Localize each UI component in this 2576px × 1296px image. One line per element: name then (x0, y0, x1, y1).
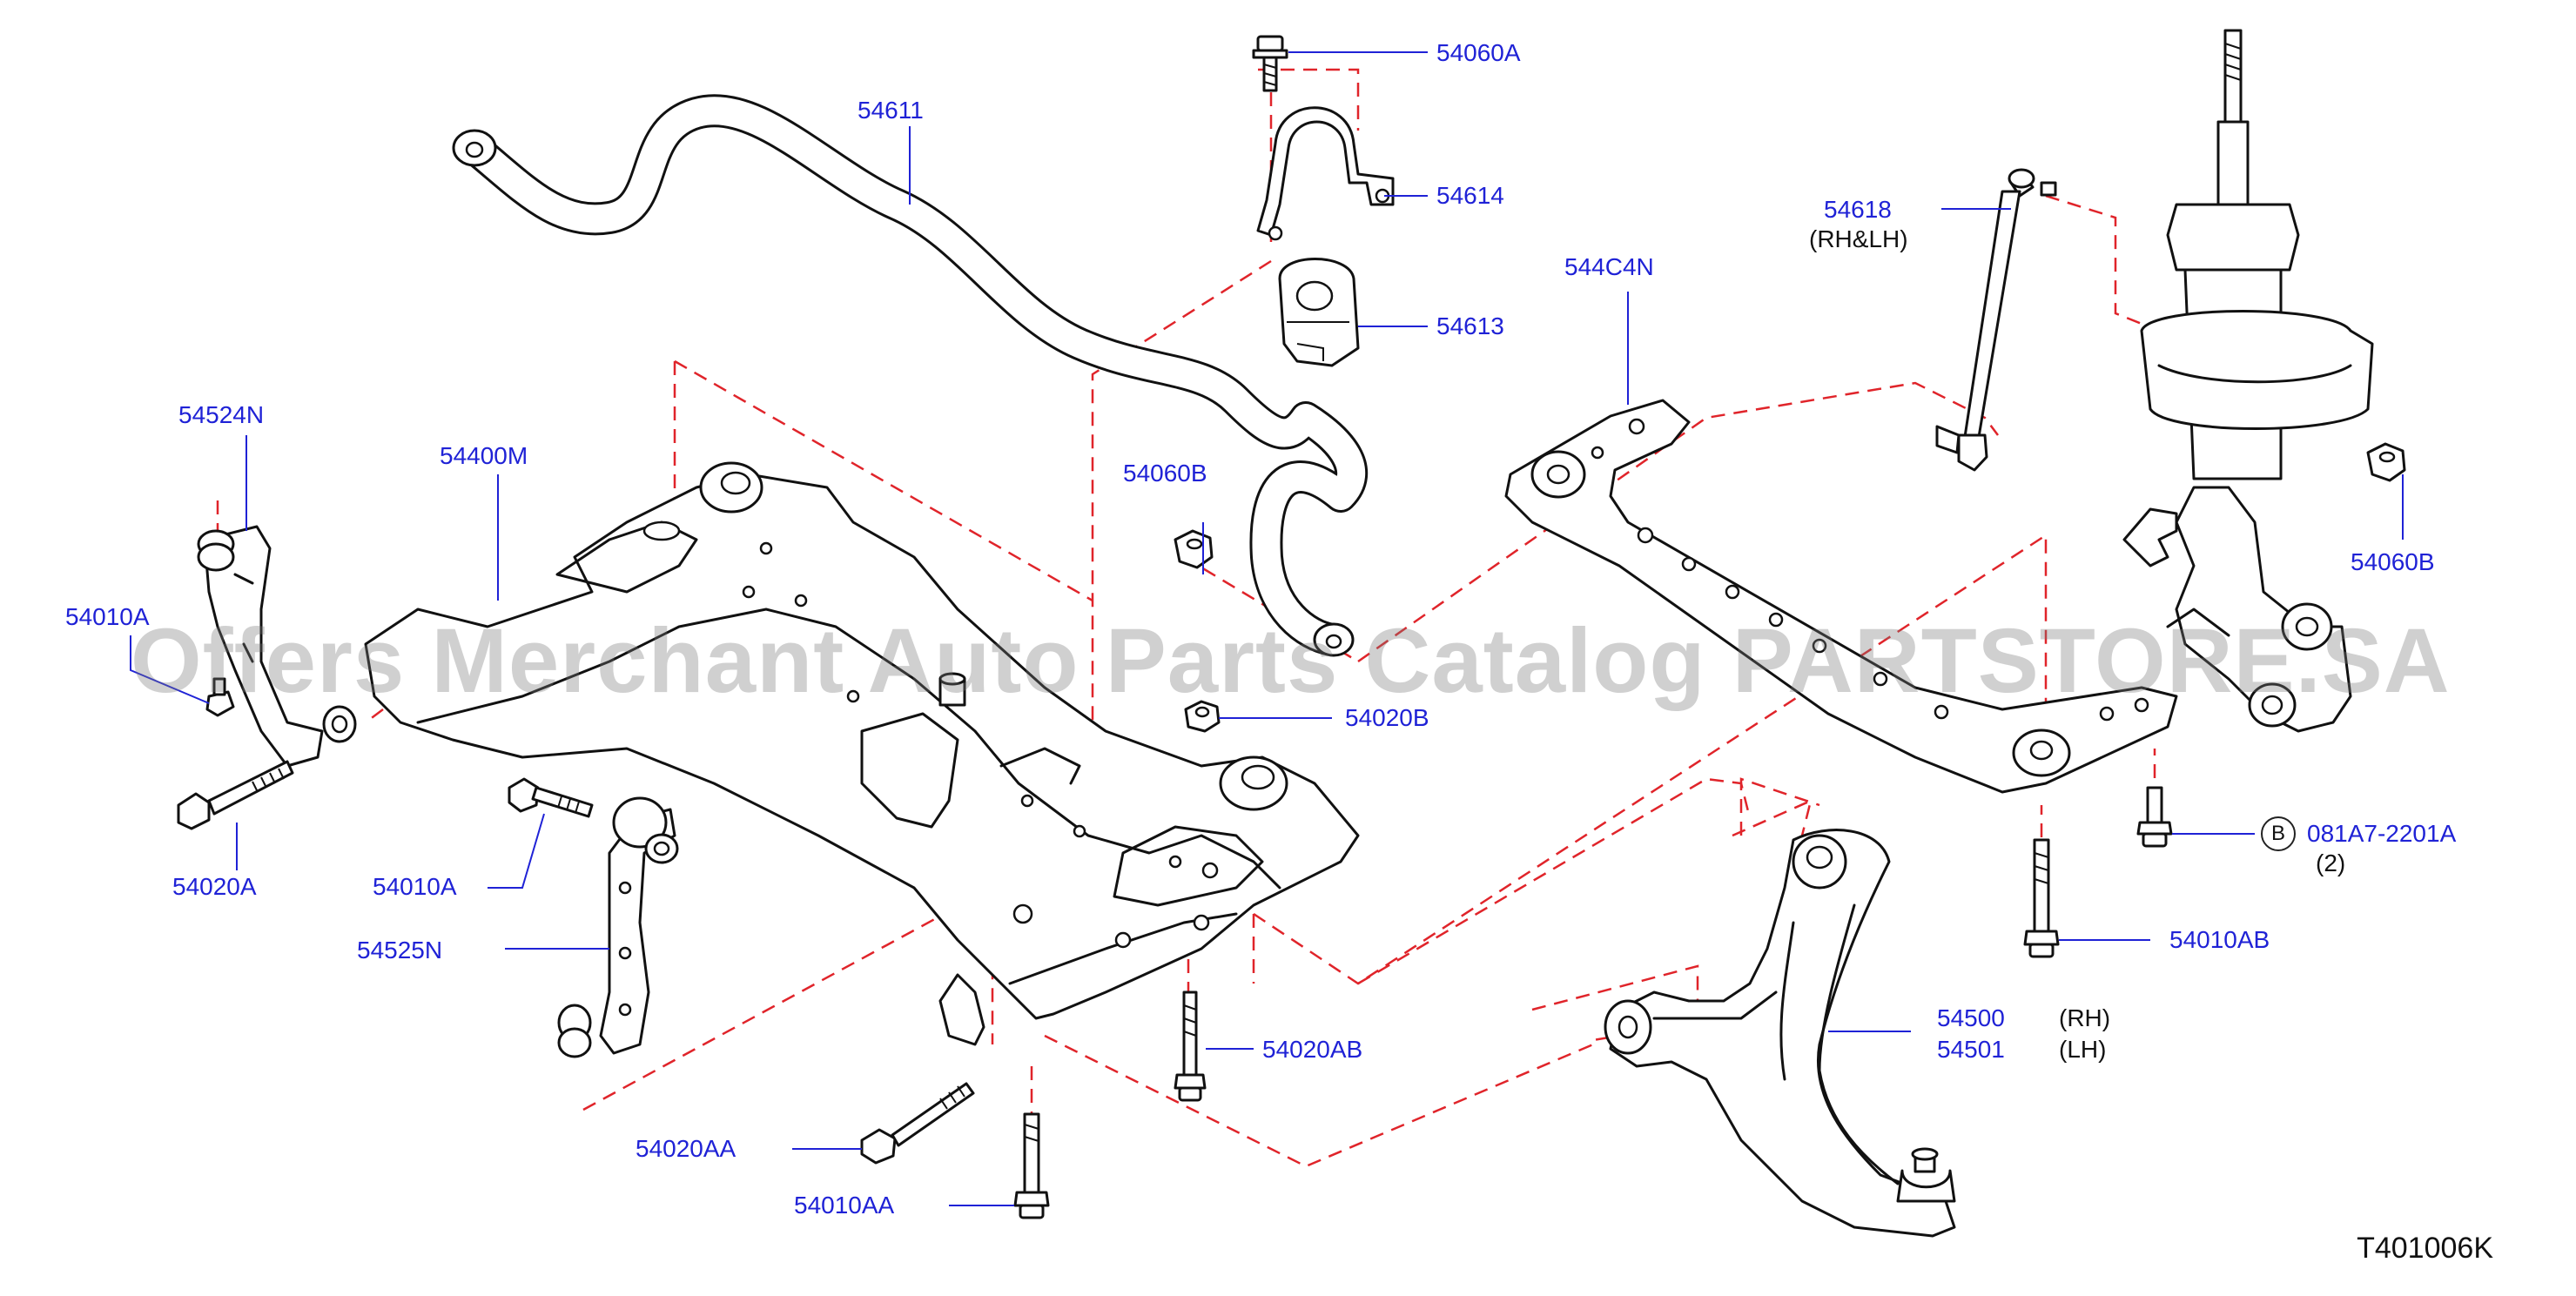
label-54010AB[interactable]: 54010AB (2169, 926, 2270, 953)
label-54010A-center[interactable]: 54010A (373, 873, 457, 900)
label-54010AA[interactable]: 54010AA (794, 1192, 895, 1219)
bolt-54010AA (1013, 1112, 1050, 1219)
bolt-54020AB (1174, 990, 1207, 1102)
label-54613[interactable]: 54613 (1436, 312, 1504, 339)
bolt-081A7-2201A (2136, 786, 2173, 848)
bracket-54524N (197, 525, 357, 768)
bolt-54060A (1252, 35, 1288, 92)
label-54500[interactable]: 54500 (1937, 1004, 2005, 1031)
member-544C4N (1504, 399, 2178, 794)
bolt-54010A-center (508, 777, 594, 818)
link-54618 (1935, 168, 2057, 472)
label-54020A[interactable]: 54020A (172, 873, 257, 900)
bushing-54613 (1278, 258, 1360, 367)
label-54524N[interactable]: 54524N (178, 401, 265, 428)
label-54501-side: (LH) (2059, 1036, 2107, 1063)
nut-54060B-left (1174, 529, 1214, 569)
subframe-54400M (364, 461, 1360, 1046)
bolt-54010A-left (205, 677, 235, 717)
nut-54060B-right (2366, 442, 2406, 482)
label-54060B-right[interactable]: 54060B (2351, 548, 2435, 575)
label-54501[interactable]: 54501 (1937, 1036, 2005, 1063)
label-54020AB[interactable]: 54020AB (1262, 1036, 1363, 1063)
badge-b: B (2261, 816, 2296, 851)
label-54010A-left[interactable]: 54010A (65, 603, 150, 630)
label-54611[interactable]: 54611 (858, 97, 924, 124)
bolt-54020A (177, 760, 294, 830)
label-54614[interactable]: 54614 (1436, 182, 1504, 209)
label-54060B-left[interactable]: 54060B (1123, 460, 1207, 487)
bolt-54010AB (2023, 838, 2060, 958)
label-54020B[interactable]: 54020B (1345, 704, 1429, 731)
label-54618-sub: (RH&LH) (1809, 225, 1908, 252)
leader-lines (130, 51, 2404, 1206)
label-54400M[interactable]: 54400M (440, 442, 528, 469)
label-54500-side: (RH) (2059, 1004, 2111, 1031)
label-54060A[interactable]: 54060A (1436, 39, 1521, 66)
label-54618[interactable]: 54618 (1824, 196, 1892, 223)
stabilizer-bar (452, 94, 1369, 657)
bracket-54525N (557, 796, 679, 1058)
lower-control-arm (1604, 829, 1956, 1238)
strut-assembly (2122, 29, 2374, 733)
watermark: Offers Merchant Auto Parts Catalog PARTS… (131, 610, 2451, 712)
bolt-54020AA (860, 1082, 975, 1165)
diagram-code: T401006K (2357, 1232, 2493, 1265)
bracket-54614 (1256, 106, 1395, 241)
label-54525N[interactable]: 54525N (357, 937, 443, 964)
label-54020AA[interactable]: 54020AA (636, 1135, 736, 1162)
label-081A7-qty: (2) (2316, 849, 2346, 876)
label-081A7-2201A[interactable]: 081A7-2201A (2307, 820, 2457, 847)
label-544C4N[interactable]: 544C4N (1564, 253, 1654, 280)
nut-54020B (1184, 700, 1221, 733)
